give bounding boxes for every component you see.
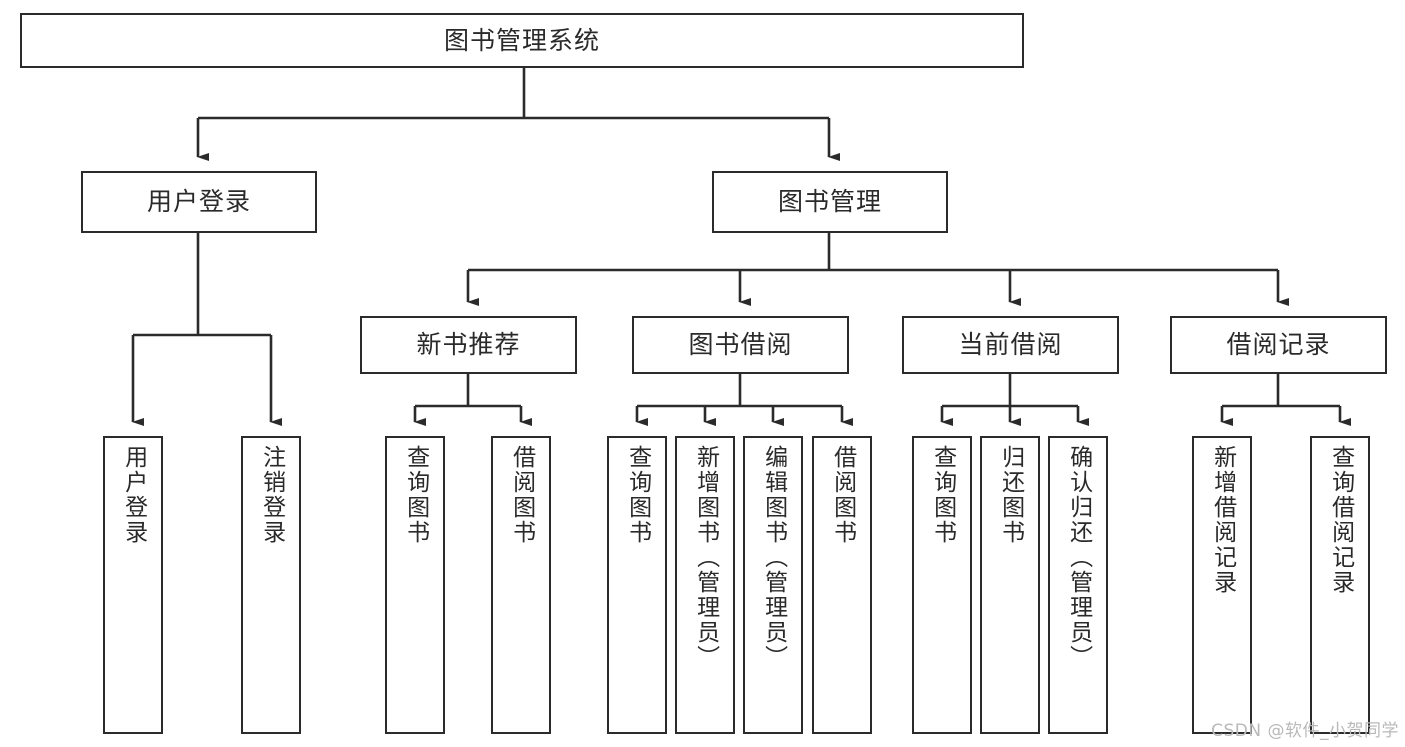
node-label: 用户登录	[146, 187, 251, 216]
node-label: 确认归还（管理员）	[1065, 445, 1092, 670]
node-new-book-recommendation[interactable]: 新书推荐	[360, 316, 577, 374]
leaf-book-borrow-query-books[interactable]: 查询图书	[607, 436, 667, 734]
node-label: 用户登录	[120, 445, 147, 545]
leaf-current-borrow-query-books[interactable]: 查询图书	[912, 436, 972, 734]
node-user-login[interactable]: 用户登录	[81, 171, 317, 233]
leaf-user-login-login[interactable]: 用户登录	[103, 436, 163, 734]
node-borrowing-records[interactable]: 借阅记录	[1170, 316, 1387, 374]
node-label: 新增图书（管理员）	[692, 445, 719, 670]
node-label: 查询图书	[624, 445, 651, 545]
node-label: 图书管理	[777, 187, 882, 216]
node-label: 图书管理系统	[443, 25, 600, 55]
leaf-new-book-query-books[interactable]: 查询图书	[385, 436, 445, 734]
node-label: 查询图书	[929, 445, 956, 545]
node-label: 查询借阅记录	[1327, 445, 1354, 595]
leaf-borrow-record-add-record[interactable]: 新增借阅记录	[1192, 436, 1252, 734]
node-label: 注销登录	[258, 445, 285, 545]
node-label: 新书推荐	[416, 330, 521, 359]
leaf-current-borrow-return-books[interactable]: 归还图书	[980, 436, 1040, 734]
node-label: 借阅图书	[508, 445, 535, 545]
node-book-management[interactable]: 图书管理	[712, 171, 948, 233]
leaf-book-borrow-borrow-books[interactable]: 借阅图书	[812, 436, 872, 734]
leaf-user-login-logout[interactable]: 注销登录	[241, 436, 301, 734]
node-label: 编辑图书（管理员）	[760, 445, 787, 670]
node-label: 查询图书	[402, 445, 429, 545]
node-book-borrowing[interactable]: 图书借阅	[632, 316, 849, 374]
leaf-borrow-record-query-record[interactable]: 查询借阅记录	[1310, 436, 1370, 734]
leaf-current-borrow-confirm-return-admin[interactable]: 确认归还（管理员）	[1048, 436, 1108, 734]
node-label: 借阅记录	[1226, 330, 1331, 359]
node-label: 新增借阅记录	[1209, 445, 1236, 595]
node-label: 归还图书	[997, 445, 1024, 545]
leaf-new-book-borrow-books[interactable]: 借阅图书	[491, 436, 551, 734]
node-root-book-management-system[interactable]: 图书管理系统	[20, 13, 1024, 68]
leaf-book-borrow-edit-book-admin[interactable]: 编辑图书（管理员）	[743, 436, 803, 734]
node-label: 借阅图书	[829, 445, 856, 545]
leaf-book-borrow-add-book-admin[interactable]: 新增图书（管理员）	[675, 436, 735, 734]
node-label: 图书借阅	[688, 330, 793, 359]
node-current-borrowing[interactable]: 当前借阅	[902, 316, 1119, 374]
node-label: 当前借阅	[958, 330, 1063, 359]
watermark-text: CSDN @软件_小贺同学	[1211, 721, 1399, 741]
